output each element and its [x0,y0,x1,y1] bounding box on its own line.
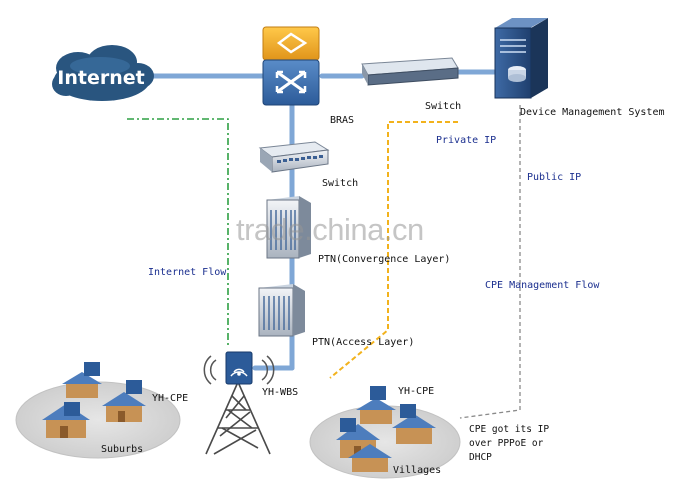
cpe-icon [370,386,386,400]
internet-flow-line [127,118,229,345]
house [62,372,102,398]
watermark: trade.china.cn [236,212,424,247]
cpe-ip-note-line3: DHCP [469,452,492,463]
ptn-access-label: PTN(Access Layer) [312,337,415,348]
switch-top-device [361,57,459,86]
suburbs-cluster [15,362,181,459]
house [356,398,396,424]
dms-label: Device Management System [520,107,665,118]
switch-mid-label: Switch [322,178,359,189]
private-ip-flow-line [329,121,458,379]
cpe-icon [126,380,142,394]
wbs-tower [203,351,275,455]
house [392,414,436,444]
backbone-links [147,69,498,371]
bras-device [262,26,320,106]
wbs-label: YH-WBS [262,387,299,398]
cpe-ip-note-line1: CPE got its IP [469,424,550,435]
cpe-ip-note-line2: over PPPoE or [469,438,544,449]
villages-label: Villages [393,465,442,476]
bras-label: BRAS [330,115,355,126]
house [348,444,392,472]
internet-cloud: Internet [52,45,154,101]
ptn-access-device [258,284,305,337]
internet-label: Internet [57,67,144,89]
suburbs-label: Suburbs [101,444,144,455]
cpe-icon [400,404,416,418]
cpe-left-label: YH-CPE [152,393,189,404]
ptn-convergence-device [266,196,311,259]
public-ip-label: Public IP [527,172,582,183]
cpe-right-label: YH-CPE [398,386,435,397]
device-management-server [494,18,548,99]
internet-flow-label: Internet Flow [148,267,227,278]
cpe-icon [84,362,100,376]
switch-top-label: Switch [425,101,462,112]
private-ip-label: Private IP [436,135,497,146]
villages-cluster [309,386,461,479]
cpe-icon [340,418,356,432]
switch-mid-device [258,141,330,173]
cpe-icon [64,402,80,416]
cpe-management-flow-label: CPE Management Flow [485,280,600,291]
house [102,392,146,422]
cpe-management-flow-line [459,105,521,419]
ptn-convergence-label: PTN(Convergence Layer) [318,254,451,265]
